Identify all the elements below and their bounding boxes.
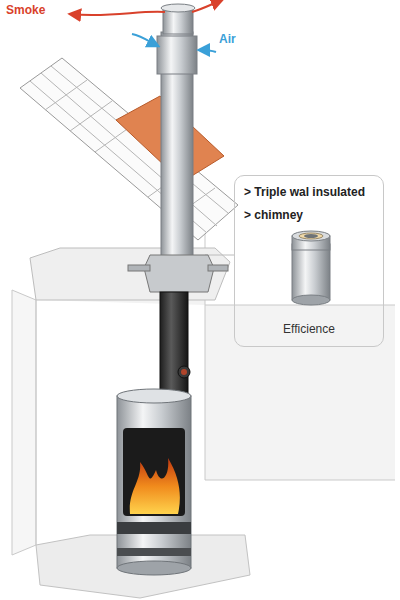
flow-arrows-part: [192, 0, 222, 12]
flow-label: Air: [219, 32, 236, 46]
product-name: Efficience: [244, 322, 374, 337]
pipe-icon-part: [292, 295, 330, 305]
room: [12, 200, 395, 598]
flow-arrows: [70, 0, 222, 52]
roof: [20, 58, 238, 240]
stove-part: [123, 428, 185, 516]
chimney-pipe-part: [163, 10, 193, 34]
chimney-pipe-part: [157, 36, 197, 74]
room-part: [205, 480, 395, 481]
pipe-icon-part: [304, 234, 318, 238]
chimney-pipe-part: [128, 265, 150, 271]
feature-line: > Triple wal insulated: [244, 185, 374, 200]
stove-part: [117, 522, 191, 534]
roof-part-part: [45, 80, 87, 110]
stove-part: [117, 396, 191, 568]
roof-part: [30, 66, 228, 233]
pipe-icon-part: [292, 244, 330, 300]
room-part: [36, 300, 37, 545]
chimney-pipe-part: [208, 265, 228, 271]
flow-label: Smoke: [6, 3, 45, 17]
feature-line: > chimney: [244, 208, 374, 223]
callout-box: > Triple wal insulated > chimneyEfficienc…: [234, 175, 384, 347]
roof-part-part: [70, 101, 112, 131]
stove-part: [117, 548, 191, 556]
room-part: [205, 255, 234, 256]
stove-part: [130, 458, 180, 514]
stove-part: [117, 389, 191, 403]
flow-arrows-part: [199, 50, 216, 52]
room-part: [30, 248, 230, 300]
chimney-pipe-part: [144, 255, 214, 292]
pipe-icon-part: [299, 233, 323, 239]
roof-part: [20, 58, 238, 240]
chimney-pipe-part: [181, 369, 187, 375]
room-part: [12, 290, 36, 555]
chimney-pipe-part: [178, 366, 190, 378]
flow-arrows-part: [70, 12, 165, 15]
roof-part-part: [51, 66, 228, 213]
stove: [117, 389, 191, 575]
stove-part: [117, 561, 191, 575]
pipe-icon-part: [292, 231, 330, 241]
pipe-icon: [292, 231, 330, 305]
chimney-pipe-part: [161, 4, 195, 12]
room-part: [36, 300, 395, 480]
room-part: [205, 200, 206, 480]
flow-arrows-part: [132, 34, 158, 46]
